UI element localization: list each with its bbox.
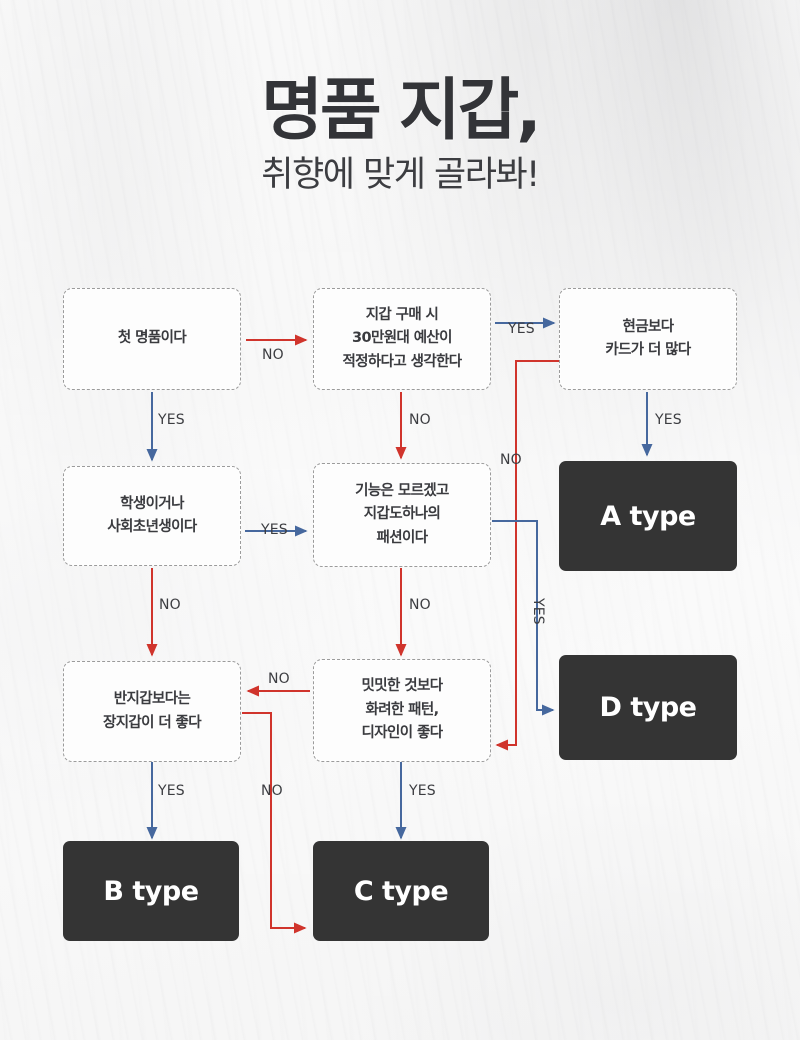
header: 명품 지갑, 취향에 맞게 골라봐! [0,74,800,195]
node-wallet-as-fashion[interactable]: 기능은 모르겠고 지갑도하나의 패션이다 [313,463,491,567]
node-budget-300k[interactable]: 지갑 구매 시 30만원대 예산이 적정하다고 생각한다 [313,288,491,390]
node-bold-pattern-preference-label: 밋밋한 것보다 화려한 패턴, 디자인이 좋다 [361,678,443,742]
node-long-wallet-preference[interactable]: 반지갑보다는 장지갑이 더 좋다 [63,661,241,762]
edge-label-q3-rA: YES [655,412,682,428]
node-card-over-cash[interactable]: 현금보다 카드가 더 많다 [559,288,737,390]
result-d-type-label: D type [599,692,697,723]
edge-label-q5-rD: YES [530,598,546,625]
node-card-over-cash-label: 현금보다 카드가 더 많다 [605,318,691,358]
node-budget-300k-label: 지갑 구매 시 30만원대 예산이 적정하다고 생각한다 [342,306,462,370]
page-subtitle: 취향에 맞게 골라봐! [261,155,540,196]
node-first-luxury-label: 첫 명품이다 [117,330,187,347]
result-b-type[interactable]: B type [63,841,239,941]
edge-label-q1-q4: YES [158,412,185,428]
result-c-type-label: C type [353,875,449,907]
page-title: 명품 지갑, [261,71,541,149]
edge-label-q6-rC: NO [261,783,283,799]
node-wallet-as-fashion-label: 기능은 모르겠고 지갑도하나의 패션이다 [355,482,449,546]
edge-label-q7-q6: NO [268,671,290,687]
edge-label-q7-rC: YES [409,783,436,799]
node-long-wallet-preference-label: 반지갑보다는 장지갑이 더 좋다 [102,691,202,731]
node-bold-pattern-preference[interactable]: 밋밋한 것보다 화려한 패턴, 디자인이 좋다 [313,659,491,762]
edge-label-q2-q3: YES [508,321,535,337]
node-first-luxury[interactable]: 첫 명품이다 [63,288,241,390]
edge-label-q3-q7: NO [500,452,522,468]
node-student-or-newbie[interactable]: 학생이거나 사회초년생이다 [63,466,241,566]
edge-label-q2-q5: NO [409,412,431,428]
edge-label-q4-q5: YES [261,522,288,538]
node-student-or-newbie-label: 학생이거나 사회초년생이다 [107,495,197,535]
result-a-type[interactable]: A type [559,461,737,571]
result-a-type-label: A type [600,500,696,532]
edge-label-q1-q2: NO [262,347,284,363]
edge-label-q5-q7: NO [409,597,431,613]
result-b-type-label: B type [103,875,199,907]
edge-label-q6-rB: YES [158,783,185,799]
edge-label-q4-q6: NO [159,597,181,613]
result-d-type[interactable]: D type [559,655,737,760]
result-c-type[interactable]: C type [313,841,489,941]
